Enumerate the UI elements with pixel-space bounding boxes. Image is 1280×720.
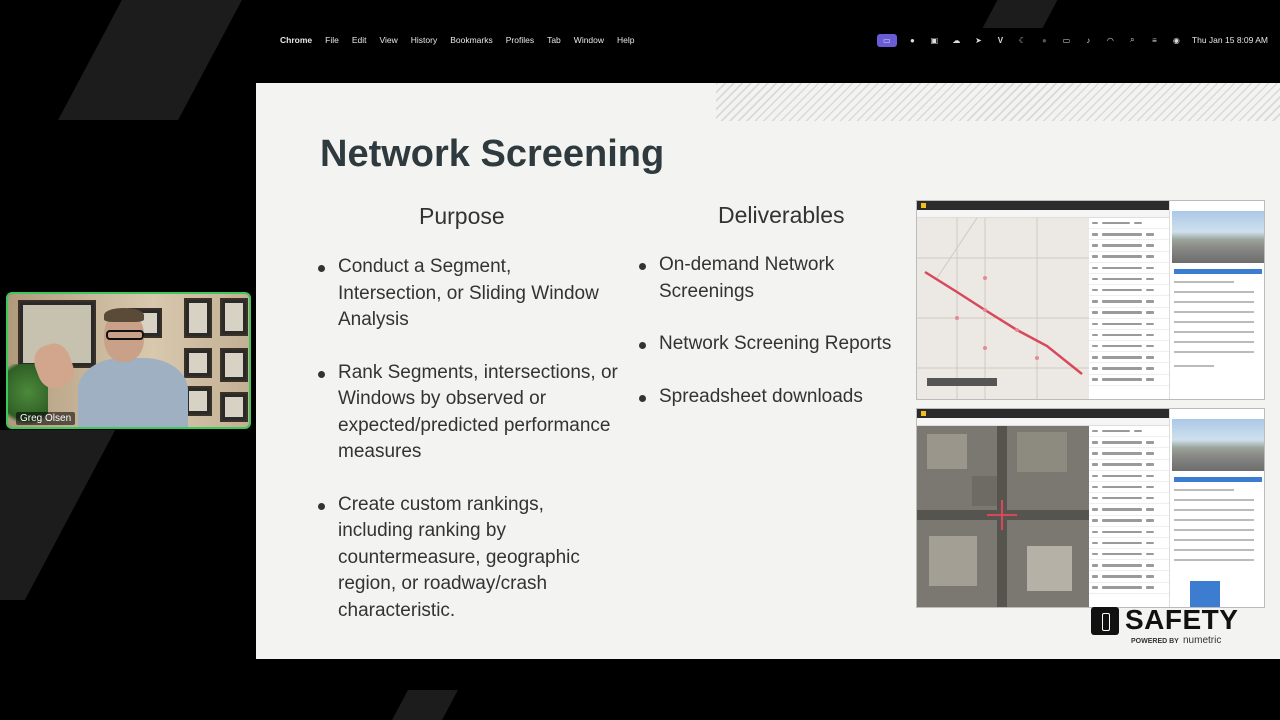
wall-picture-frame bbox=[184, 348, 212, 378]
segments-map bbox=[917, 217, 1089, 399]
map-svg bbox=[917, 217, 1089, 399]
wifi-icon[interactable]: ◠ bbox=[1106, 35, 1114, 45]
screenshot-topbar bbox=[917, 409, 1264, 418]
intersection-detail-panel bbox=[1169, 409, 1264, 607]
moon-icon[interactable]: ☾ bbox=[1018, 35, 1026, 45]
background-stripe bbox=[0, 430, 116, 600]
meet-icon[interactable]: ● bbox=[910, 35, 915, 45]
logo-word: SAFETY bbox=[1125, 604, 1239, 635]
menu-history[interactable]: History bbox=[410, 35, 438, 45]
glasses bbox=[106, 330, 144, 340]
deliverables-bullet: Network Screening Reports bbox=[639, 331, 914, 358]
segment-detail-panel bbox=[1169, 201, 1264, 399]
control-center-icon[interactable]: ≡ bbox=[1152, 35, 1157, 45]
purpose-bullet: Create custom rankings, including rankin… bbox=[318, 492, 618, 625]
menu-profiles[interactable]: Profiles bbox=[505, 35, 535, 45]
street-photo bbox=[1172, 211, 1264, 263]
logo-partner: numetric bbox=[1183, 635, 1222, 646]
purpose-bullet: Rank Segments, intersections, or Windows… bbox=[318, 360, 618, 466]
battery-icon[interactable]: ▭ bbox=[1062, 35, 1071, 45]
satellite-map bbox=[917, 426, 1089, 607]
menu-bookmarks[interactable]: Bookmarks bbox=[450, 35, 493, 45]
deliverables-list: On-demand Network Screenings Network Scr… bbox=[639, 252, 914, 436]
background-stripe bbox=[982, 0, 1058, 28]
menubar-clock[interactable]: Thu Jan 15 8:09 AM bbox=[1191, 35, 1268, 45]
purpose-bullet: Conduct a Segment, Intersection, or Slid… bbox=[318, 254, 618, 334]
purpose-heading: Purpose bbox=[419, 203, 505, 229]
wall-picture-frame bbox=[184, 298, 212, 338]
screenshot-toolbar bbox=[917, 210, 1169, 218]
menu-help[interactable]: Help bbox=[617, 35, 635, 45]
menu-edit[interactable]: Edit bbox=[351, 35, 367, 45]
screenshot-toolbar bbox=[917, 418, 1169, 426]
participant-name: Greg Olsen bbox=[16, 412, 76, 425]
wall-picture-frame bbox=[184, 386, 212, 416]
street-photo bbox=[1172, 419, 1264, 471]
deliverables-bullet: On-demand Network Screenings bbox=[639, 252, 914, 305]
menu-window[interactable]: Window bbox=[573, 35, 605, 45]
deliverables-bullet: Spreadsheet downloads bbox=[639, 384, 914, 411]
intersections-screenshot bbox=[916, 408, 1265, 608]
arrow-icon[interactable]: ➤ bbox=[975, 35, 982, 45]
screen-share-icon[interactable]: ▭ bbox=[876, 33, 897, 47]
presentation-slide: Network Screening Purpose Conduct a Segm… bbox=[256, 83, 1280, 659]
detail-button[interactable] bbox=[1174, 477, 1262, 482]
volume-icon[interactable]: ♪ bbox=[1086, 35, 1091, 45]
cloud-icon[interactable]: ☁ bbox=[952, 35, 961, 45]
menu-tab[interactable]: Tab bbox=[547, 35, 561, 45]
deliverables-heading: Deliverables bbox=[718, 202, 845, 228]
siri-icon[interactable]: ◉ bbox=[1172, 35, 1180, 45]
satellite-svg bbox=[917, 426, 1089, 607]
dot-icon[interactable]: ● bbox=[1042, 35, 1047, 45]
mac-menubar: Chrome File Edit View History Bookmarks … bbox=[256, 28, 1280, 52]
background-stripe bbox=[58, 0, 242, 120]
segments-screenshot bbox=[916, 200, 1265, 400]
v-app-icon[interactable]: V bbox=[997, 35, 1004, 45]
safety-logo: SAFETY POWERED BY numetric bbox=[1091, 604, 1266, 651]
severity-bar bbox=[1190, 581, 1220, 607]
background-stripe bbox=[392, 690, 458, 720]
hatch-pattern bbox=[716, 83, 1280, 121]
intersections-table bbox=[1089, 426, 1169, 607]
status-area: ▭ ● ▣ ☁ ➤ V ☾ ● ▭ ♪ ◠ ⌕ ≡ ◉ Thu Jan 15 8… bbox=[876, 33, 1268, 47]
search-icon[interactable]: ⌕ bbox=[1130, 35, 1135, 44]
wall-picture-frame bbox=[220, 298, 248, 336]
screenshot-topbar bbox=[917, 201, 1264, 210]
purpose-list: Conduct a Segment, Intersection, or Slid… bbox=[318, 254, 618, 650]
participant-video-tile[interactable]: Greg Olsen bbox=[6, 292, 251, 429]
menu-view[interactable]: View bbox=[379, 35, 398, 45]
menu-app-name[interactable]: Chrome bbox=[280, 35, 313, 45]
menu-file[interactable]: File bbox=[325, 35, 339, 45]
traffic-light-icon bbox=[1091, 607, 1119, 635]
segments-table bbox=[1089, 218, 1169, 399]
camera-icon[interactable]: ▣ bbox=[930, 35, 939, 45]
logo-powered-by: POWERED BY bbox=[1131, 638, 1179, 645]
detail-button[interactable] bbox=[1174, 269, 1262, 274]
slide-title: Network Screening bbox=[320, 133, 665, 175]
wall-picture-frame bbox=[220, 392, 248, 422]
person-body bbox=[78, 358, 188, 427]
wall-picture-frame bbox=[220, 348, 248, 382]
